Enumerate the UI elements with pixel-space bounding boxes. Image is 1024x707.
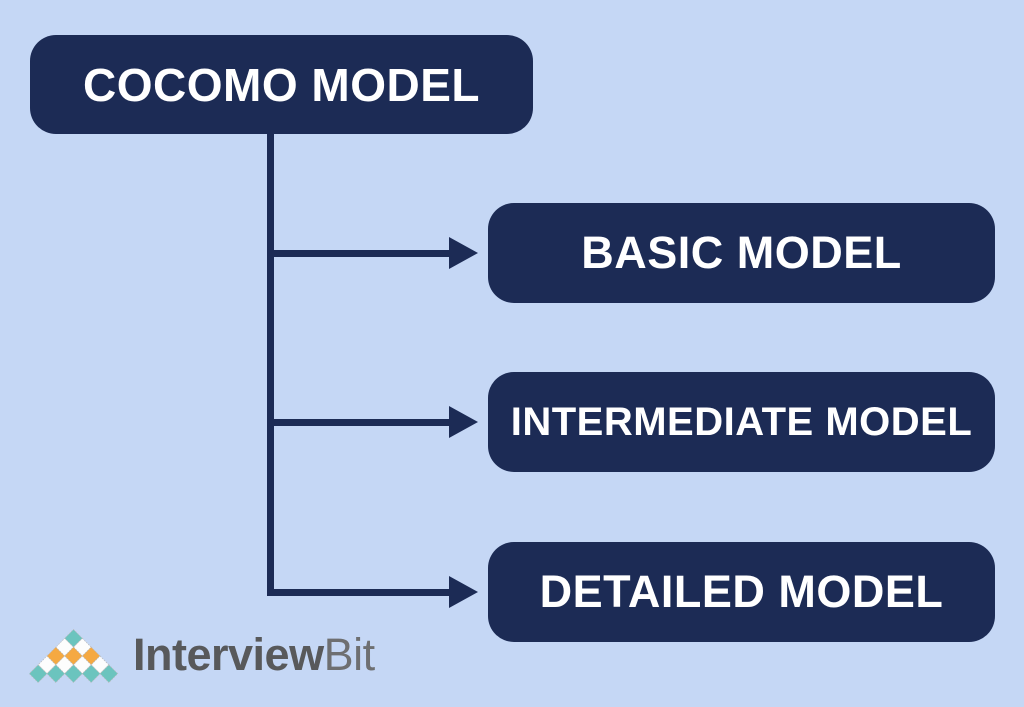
connector-branch-line-basic bbox=[267, 250, 450, 257]
arrowhead-icon bbox=[449, 576, 478, 608]
interviewbit-logo: InterviewBit bbox=[27, 628, 375, 684]
logo-pyramid-icon bbox=[28, 628, 119, 684]
arrowhead-icon bbox=[449, 237, 478, 269]
node-detailed-model: DETAILED MODEL bbox=[488, 542, 995, 642]
node-label: BASIC MODEL bbox=[581, 227, 902, 278]
node-label: INTERMEDIATE MODEL bbox=[510, 399, 973, 444]
connector-branch-line-detailed bbox=[267, 589, 450, 596]
connector-branch-line-intermediate bbox=[267, 419, 450, 426]
logo-text-bold: Interview bbox=[133, 628, 324, 680]
connector-trunk-line bbox=[267, 133, 274, 596]
node-intermediate-model: INTERMEDIATE MODEL bbox=[488, 372, 995, 472]
node-label: DETAILED MODEL bbox=[539, 566, 944, 617]
logo-text: InterviewBit bbox=[133, 632, 375, 681]
logo-text-light: Bit bbox=[323, 628, 376, 680]
node-label: COCOMO MODEL bbox=[83, 58, 480, 111]
node-cocomo-model: COCOMO MODEL bbox=[30, 35, 533, 134]
arrowhead-icon bbox=[449, 406, 478, 438]
node-basic-model: BASIC MODEL bbox=[488, 203, 995, 303]
